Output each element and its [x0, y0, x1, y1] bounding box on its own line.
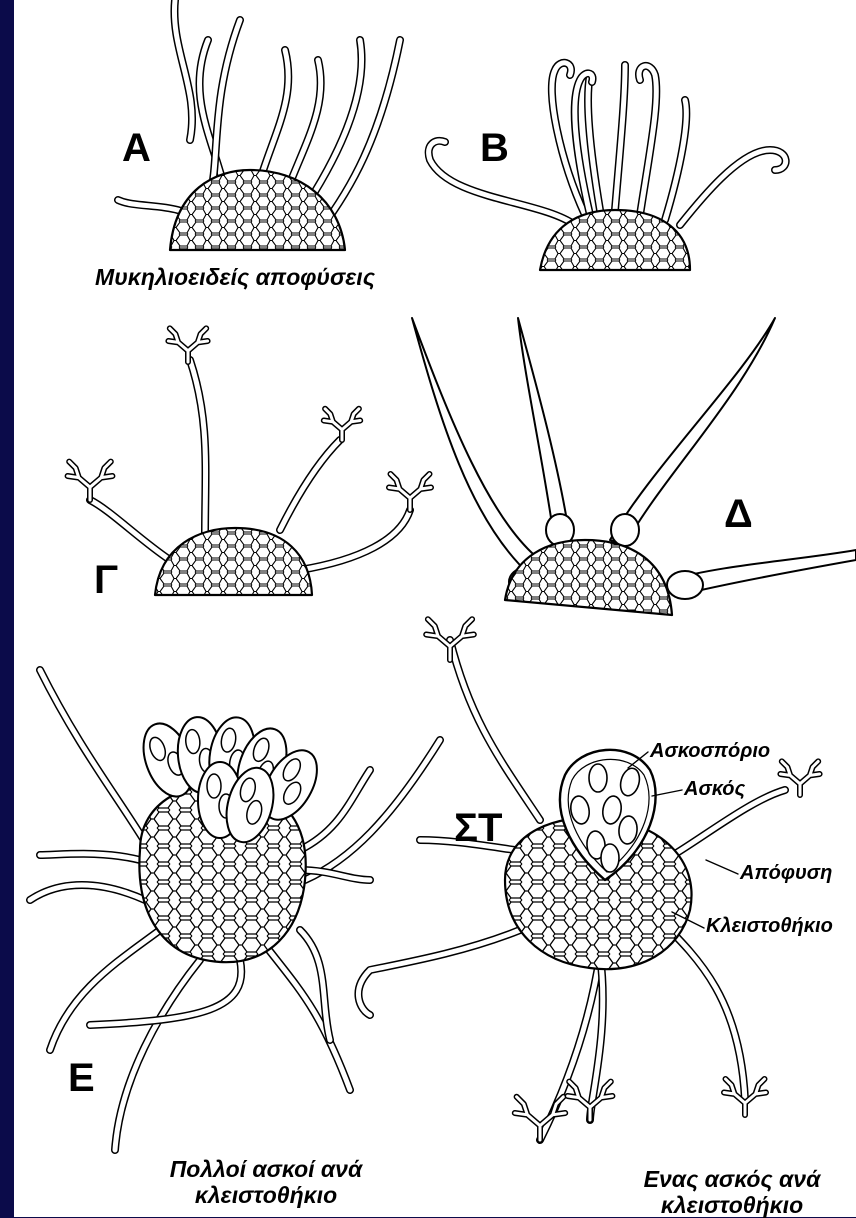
caption-many-asci-line2: κλειστοθήκιο [156, 1182, 376, 1208]
ascospore-e-6a [207, 774, 221, 798]
annotation-appendage: Απόφυση [740, 862, 832, 884]
hypha-b-7 [680, 150, 786, 225]
hypha-e-4-outline [50, 930, 160, 1050]
caption-one-ascus-line1: Ενας ασκός ανά [620, 1166, 844, 1192]
hypha-st-3-outline [358, 930, 520, 1015]
hypha-e-4 [50, 930, 160, 1050]
hypha-st-1-outline [450, 640, 540, 820]
caption-many-asci-line1: Πολλοί ασκοί ανά [156, 1156, 376, 1182]
annotation-cleistothecium: Κλειστοθήκιο [706, 915, 833, 937]
panel-label-gamma: Γ [94, 560, 118, 600]
leader-appendage [706, 860, 738, 874]
hypha-b-7-outline [680, 150, 786, 225]
branched-tip-g-1 [68, 462, 113, 500]
panel-label-a: A [122, 128, 151, 168]
hypha-e-5 [115, 960, 200, 1150]
cleistothecium-g [155, 528, 312, 595]
seta-base-d-3 [611, 514, 639, 546]
branched-tip-g-3 [324, 409, 360, 440]
panel-label-b: B [480, 128, 509, 168]
hypha-st-6-outline [660, 920, 745, 1100]
hypha-g-3 [280, 440, 340, 530]
seta-base-d-4 [667, 571, 703, 599]
hypha-g-1 [90, 500, 170, 560]
hypha-g-4-outline [300, 510, 410, 570]
panel-label-delta: Δ [724, 494, 753, 534]
hypha-e-9 [305, 740, 440, 880]
hypha-g-2 [190, 360, 206, 535]
caption-one-ascus-line2: κλειστοθήκιο [620, 1192, 844, 1218]
branched-tip-g-2 [168, 328, 207, 362]
annotation-ascospore: Ασκοσπόριο [650, 740, 770, 762]
seta-d-2 [518, 318, 570, 545]
hypha-e-9-outline [305, 740, 440, 880]
hypha-st-6 [660, 920, 745, 1100]
hypha-e-5-outline [115, 960, 200, 1150]
hypha-e-7-outline [265, 945, 350, 1090]
annotation-ascus: Ασκός [684, 778, 745, 800]
hypha-g-4 [300, 510, 410, 570]
caption-mycelioid-appendages: Μυκηλιοειδείς αποφύσεις [62, 264, 408, 290]
panel-label-st: ΣΤ [454, 808, 502, 848]
seta-d-1 [412, 318, 540, 575]
branched-tip-g-4 [389, 474, 431, 510]
ascospore-st-1 [589, 764, 607, 792]
branched-tip-st-4 [515, 1097, 565, 1140]
ascospore-st-7 [601, 844, 619, 872]
hypha-a-8 [210, 20, 240, 195]
panel-label-e: E [68, 1058, 95, 1098]
